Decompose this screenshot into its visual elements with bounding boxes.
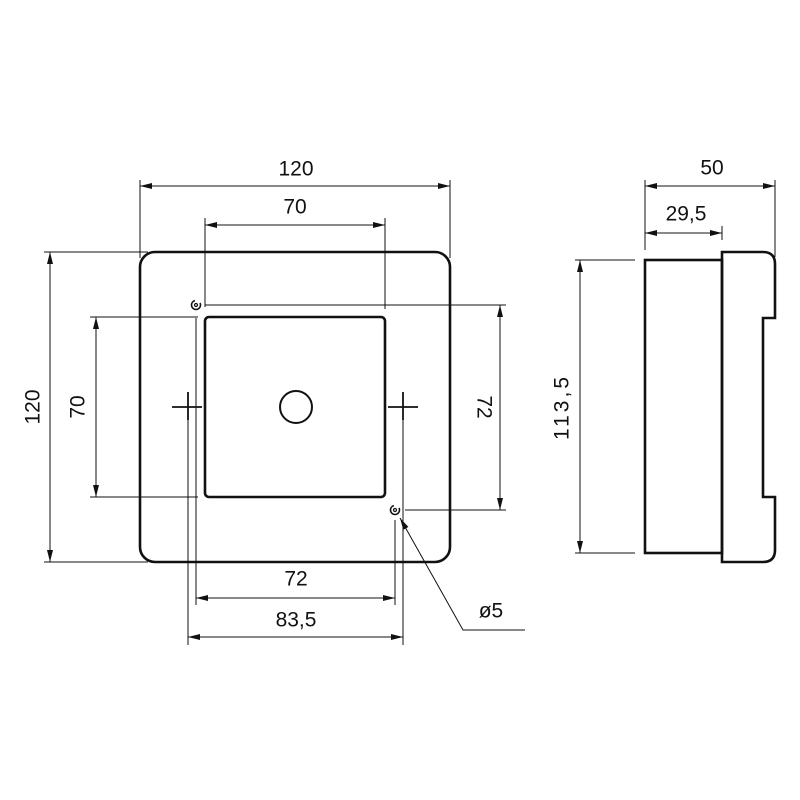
dim-label-depth-50: 50 — [700, 157, 723, 180]
dim-label-cross-spacing: 83,5 — [276, 609, 317, 632]
leader-hole-diameter — [399, 517, 525, 631]
dim-label-height-113-5: 113,5 — [551, 374, 574, 440]
screw-hole-bottom-right — [389, 504, 401, 516]
front-view: 120 70 120 70 72 72 83,5 ø5 — [22, 158, 525, 645]
side-view: 50 29,5 113,5 — [551, 157, 777, 564]
side-body — [643, 258, 724, 555]
dim-label-height-70: 70 — [67, 395, 90, 418]
dim-label-width-70: 70 — [283, 196, 306, 219]
dim-label-width-120: 120 — [278, 158, 313, 181]
dim-label-hole-diameter: ø5 — [479, 600, 504, 623]
side-cover — [720, 250, 777, 564]
outer-frame — [138, 250, 452, 564]
dim-label-screw-horizontal-72: 72 — [284, 568, 307, 591]
dim-label-screw-vertical-72: 72 — [472, 395, 495, 418]
screw-hole-top-left — [190, 299, 202, 311]
extension-lines-side — [575, 180, 776, 554]
inner-opening — [203, 315, 387, 499]
dim-label-depth-29-5: 29,5 — [666, 203, 707, 226]
cross-mark-left — [172, 392, 202, 420]
extension-lines-front — [44, 180, 506, 645]
cross-mark-right — [388, 392, 418, 420]
center-hole — [279, 390, 313, 424]
dim-label-height-120: 120 — [22, 389, 45, 424]
